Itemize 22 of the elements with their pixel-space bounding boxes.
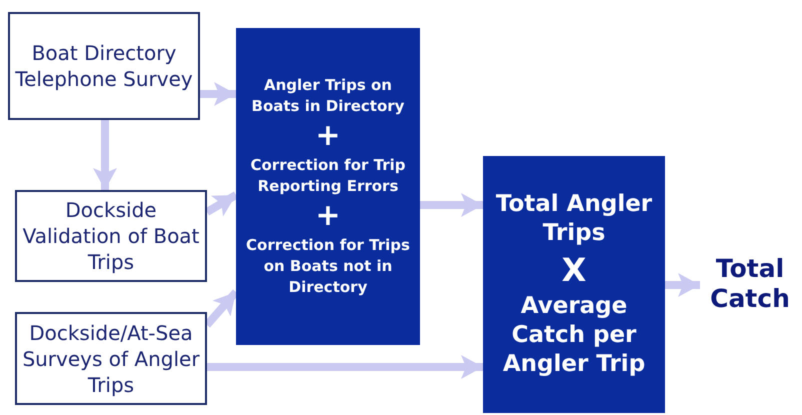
box-text: Dockside/At-Sea Surveys of Angler Trips <box>21 320 201 398</box>
operator-symbol: X <box>562 252 586 288</box>
operator-symbol: + <box>315 121 341 151</box>
arrow <box>200 82 236 106</box>
arrow <box>665 273 700 297</box>
box-text: Angler Trips on Boats in Directory <box>250 75 406 117</box>
operator-symbol: + <box>315 201 341 231</box>
box-text: Dockside Validation of Boat Trips <box>22 197 200 275</box>
box-text: Correction for Trips on Boats not in Directory <box>245 235 411 298</box>
box-text: Correction for Trip Reporting Errors <box>249 155 406 197</box>
arrow <box>207 355 483 379</box>
result-label: Total Catch <box>709 254 791 314</box>
arrow <box>93 120 117 190</box>
process-box <box>236 28 420 345</box>
survey-box <box>15 312 207 405</box>
process-box <box>483 156 665 413</box>
box-text: Average Catch per Angler Trip <box>502 292 646 379</box>
box-text: Total Angler Trips <box>494 190 654 248</box>
survey-box <box>8 12 200 120</box>
box-text: Boat Directory Telephone Survey <box>14 40 194 92</box>
arrow <box>420 193 483 217</box>
survey-box <box>15 190 207 282</box>
